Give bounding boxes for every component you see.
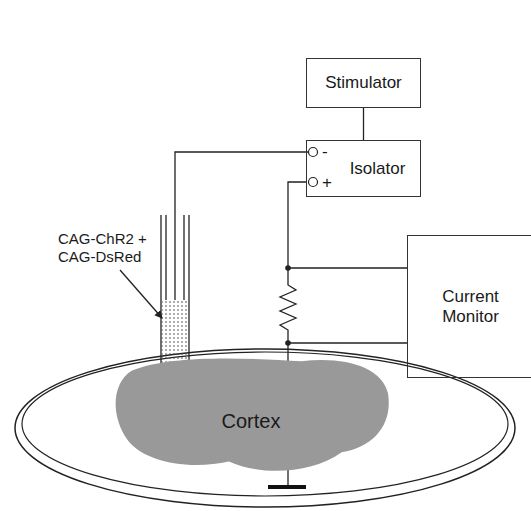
monitor-wire — [288, 342, 407, 343]
wire-connector — [363, 108, 364, 140]
leader-arrow — [120, 270, 162, 318]
isolator-box: - Isolator + — [306, 140, 421, 197]
callout-label: CAG-ChR2 + CAG-DsRed — [58, 230, 154, 266]
stimulator-box: Stimulator — [306, 58, 421, 108]
terminal — [309, 178, 318, 187]
ground-electrode — [268, 485, 306, 489]
terminal-sign: - — [322, 142, 328, 162]
current-monitor-box: Current Monitor — [407, 235, 531, 378]
petri-dish-rim — [22, 352, 508, 496]
petri-dish — [15, 349, 515, 507]
resistor-symbol — [280, 268, 296, 343]
terminal-sign: + — [322, 173, 332, 193]
terminal — [309, 148, 318, 157]
electrode-wire — [175, 152, 309, 300]
junction-dot — [285, 340, 291, 346]
node-label: Stimulator — [325, 73, 402, 93]
node-label: Cortex — [222, 409, 281, 433]
node-label: Current Monitor — [408, 287, 531, 327]
cortex-shape: Cortex — [110, 352, 392, 476]
node-label: Isolator — [350, 159, 406, 179]
